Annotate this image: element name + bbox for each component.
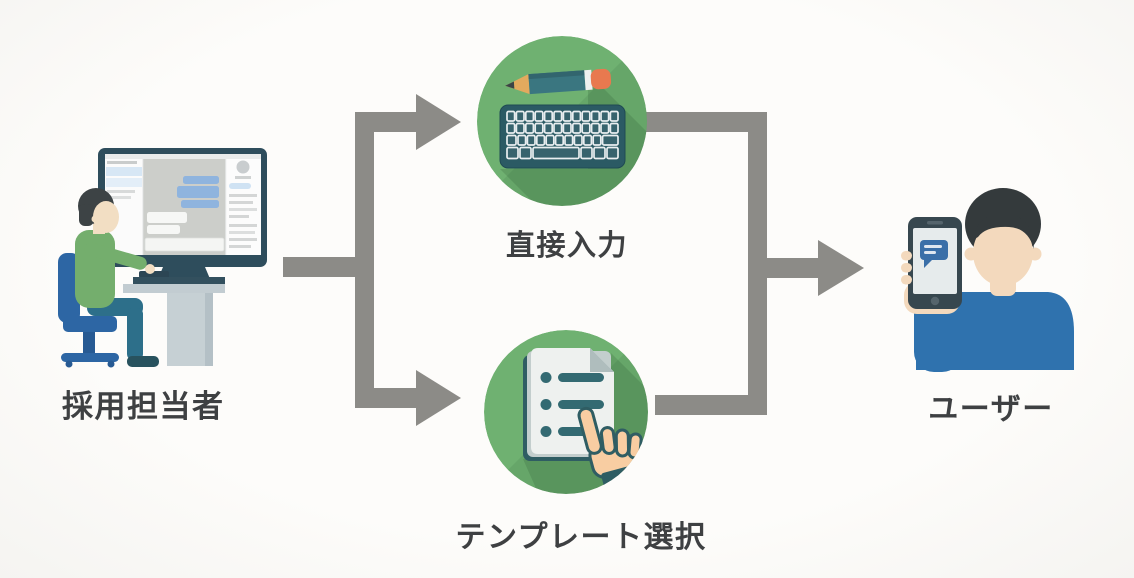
recruiter-shin	[127, 308, 143, 360]
arrow-branch-right	[645, 112, 864, 415]
folded-corner	[590, 348, 614, 372]
direct-input-label: 直接入力	[505, 228, 629, 262]
user-fingers	[901, 251, 912, 285]
pencil-icon	[505, 68, 612, 95]
phone-earpiece	[927, 221, 943, 225]
user-label: ユーザー	[928, 392, 1054, 427]
chair-backrest	[58, 253, 80, 323]
pencil-wood-tip	[505, 74, 530, 95]
recruiter-person	[75, 188, 159, 367]
phone-home-button	[930, 296, 940, 306]
sent-message-bubble	[183, 176, 219, 184]
received-message-bubble	[147, 212, 187, 223]
template-select-node	[484, 330, 648, 494]
keyboard-keys	[506, 110, 619, 160]
arrow-to-direct-input-shaft	[355, 112, 417, 132]
recruiter-shoe	[127, 356, 159, 367]
recruiter-label: 採用担当者	[62, 389, 225, 425]
recruiter-face	[93, 201, 119, 233]
monitor	[98, 148, 267, 286]
arrow-left-vertical-bar	[355, 112, 374, 408]
recruiter-arm	[84, 242, 147, 270]
user-face	[973, 220, 1033, 286]
arrow-to-user-shaft	[767, 258, 819, 278]
keyboard-on-desk	[139, 271, 169, 278]
selected-conversation	[106, 167, 142, 176]
user-illustration	[901, 188, 1074, 372]
recruiter-torso	[75, 230, 115, 308]
pencil-ferrule	[584, 69, 593, 91]
index-finger	[577, 406, 603, 455]
arrow-from-template	[655, 395, 767, 415]
arrow-from-direct-input	[645, 112, 767, 132]
pencil-graphite	[505, 81, 515, 89]
profile-avatar	[236, 160, 250, 174]
user-hair-fringe	[973, 213, 1034, 249]
arrowhead-to-direct-input	[416, 94, 461, 150]
recruiter-hand	[145, 264, 155, 274]
arrowhead-to-template	[416, 370, 461, 426]
pencil-eraser	[590, 68, 612, 90]
template-select-label: テンプレート選択	[455, 520, 707, 555]
recruiter-illustration	[58, 148, 267, 368]
spacebar-key	[532, 146, 580, 160]
user-person	[904, 188, 1074, 372]
chair-column	[83, 332, 95, 354]
arrow-stub-from-recruiter	[283, 257, 364, 277]
arrow-to-template-shaft	[355, 388, 417, 408]
office-chair	[58, 253, 119, 368]
message-input-bar	[144, 237, 225, 252]
smartphone	[908, 217, 962, 309]
desk	[123, 271, 225, 366]
recruiter-ear	[91, 215, 99, 223]
chat-app-screenshot	[105, 154, 261, 255]
arrowhead-to-user	[818, 240, 864, 296]
chair-base	[61, 353, 119, 362]
desk-top	[133, 277, 225, 284]
phone-screen	[913, 228, 957, 294]
desk-edge	[123, 284, 225, 293]
keyboard-icon	[499, 104, 626, 169]
arrow-branch-left	[283, 94, 461, 426]
direct-input-node	[477, 36, 647, 206]
arrow-right-vertical-bar	[748, 112, 767, 415]
chair-seat	[63, 316, 117, 332]
chat-bubble-icon	[920, 240, 948, 268]
